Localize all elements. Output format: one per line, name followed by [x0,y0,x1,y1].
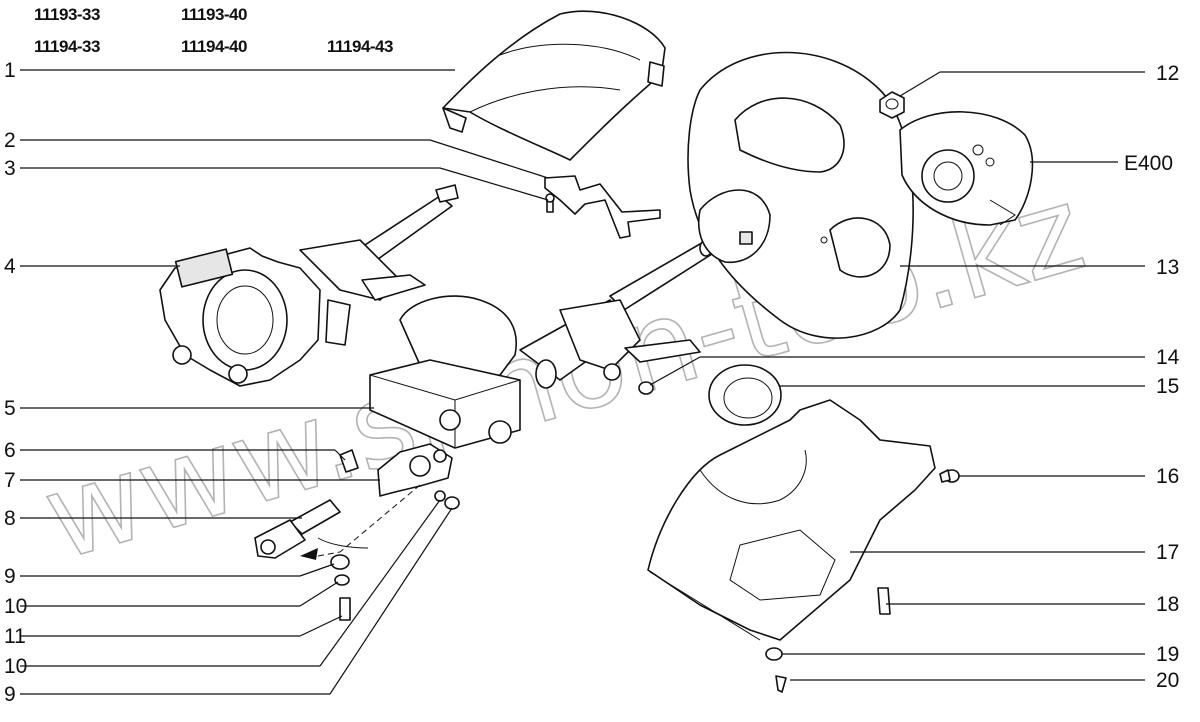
callout-number: 17 [1156,541,1179,564]
callout-number: 9 [4,683,16,706]
model-code: 11194-40 [181,37,247,56]
model-code: 11194-43 [327,37,393,56]
lower-column-cover [647,399,936,641]
callout-number: 18 [1156,593,1179,616]
callout-number: 15 [1156,375,1179,398]
callout-number: 14 [1156,346,1180,369]
callout-number: 16 [1156,465,1179,488]
callout-number: 1 [4,59,16,82]
callout-number: 5 [4,397,16,420]
airbag-module [899,111,1034,226]
callout-number: 3 [4,157,16,180]
nut-14 [638,381,654,395]
model-code: 11194-33 [34,37,100,56]
contact-ring [708,364,782,426]
model-code: 11193-33 [34,5,100,24]
callout-number: 11 [4,625,26,648]
steering-wheel [687,51,914,339]
washer-19 [765,647,783,661]
screw-16 [939,469,960,483]
bolt-18 [877,587,891,615]
callout-number: 6 [4,439,16,462]
universal-joint-parts [254,443,453,559]
callout-number: 7 [4,469,16,492]
callout-number: 8 [4,507,16,530]
callout-code: E400 [1124,152,1173,175]
column-bracket [544,175,661,239]
callout-number: 13 [1156,256,1179,279]
callout-number: 19 [1156,643,1179,666]
callout-number: 10 [4,595,27,618]
callout-number: 12 [1156,62,1179,85]
steering-column-assembly [159,184,459,387]
steering-column-lock-assembly [369,239,713,449]
upper-column-cover [442,10,666,161]
nut-washer-bolt-set [330,490,460,621]
callout-number: 20 [1156,669,1179,692]
callout-number: 10 [4,655,27,678]
wheel-nut [879,91,905,119]
callout-number: 2 [4,129,16,152]
screw-20 [775,675,787,693]
callout-number: 4 [4,255,16,278]
callout-number: 9 [4,565,16,588]
model-code: 11193-40 [181,5,247,24]
